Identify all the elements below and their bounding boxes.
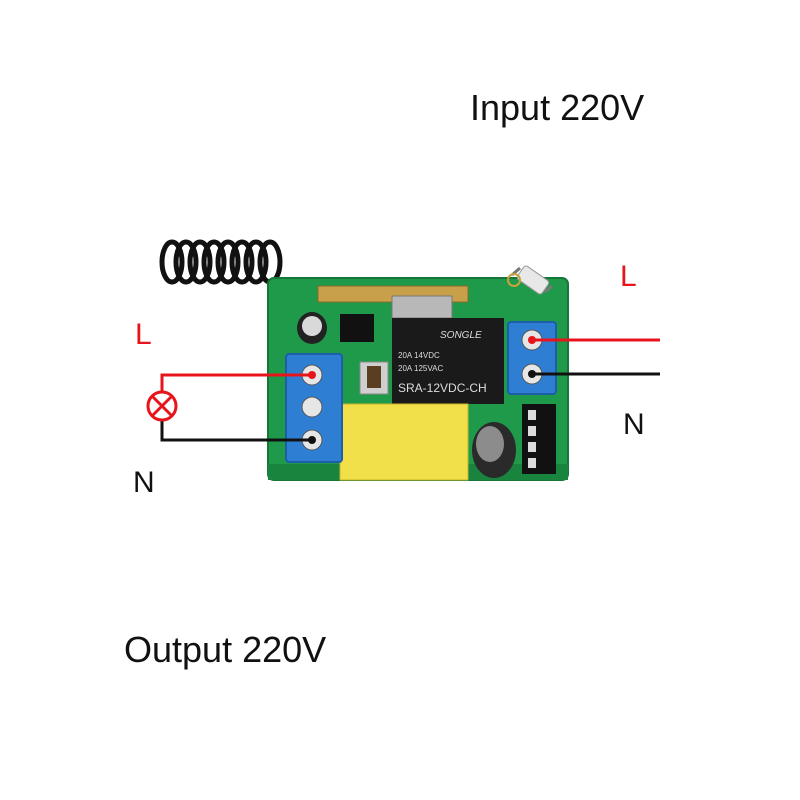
relay: SONGLE 20A 14VDC 20A 125VAC SRA-12VDC-CH bbox=[392, 318, 504, 404]
output-voltage-label: Output 220V bbox=[124, 629, 327, 670]
antenna-coil-icon bbox=[159, 239, 301, 294]
small-capacitor bbox=[297, 312, 327, 344]
output-neutral-wire bbox=[160, 420, 312, 442]
input-terminal-block bbox=[507, 321, 557, 395]
electrolytic-capacitor bbox=[472, 422, 516, 478]
output-neutral-label: N bbox=[133, 466, 155, 499]
input-live-label: L bbox=[620, 260, 637, 293]
input-neutral-label: N bbox=[623, 408, 645, 441]
output-live-wire bbox=[160, 373, 312, 392]
fuse bbox=[507, 265, 553, 295]
relay-model: SRA-12VDC-CH bbox=[398, 381, 487, 395]
pin-header bbox=[522, 404, 556, 474]
ic-chip bbox=[340, 314, 374, 342]
lamp-icon bbox=[146, 390, 178, 422]
learn-button bbox=[359, 361, 389, 395]
wires bbox=[160, 336, 660, 444]
x2-capacitor bbox=[339, 403, 469, 481]
relay-brand: SONGLE bbox=[440, 330, 482, 341]
input-voltage-label: Input 220V bbox=[470, 87, 645, 128]
output-terminal-block bbox=[285, 353, 343, 463]
output-live-label: L bbox=[135, 318, 152, 351]
relay-rating-2: 20A 125VAC bbox=[398, 364, 443, 373]
relay-rating-1: 20A 14VDC bbox=[398, 351, 440, 360]
